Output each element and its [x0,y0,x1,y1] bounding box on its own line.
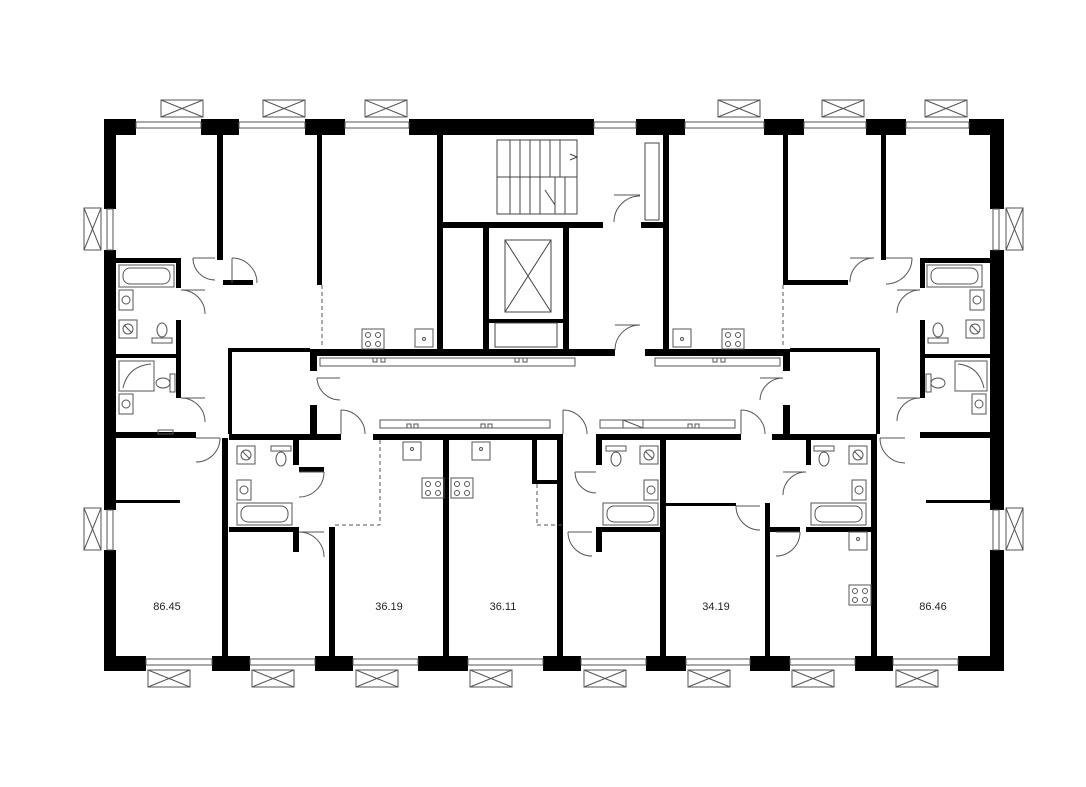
sink-icon [672,328,692,348]
door-swing-icon [740,409,766,435]
sink-icon [848,531,868,551]
window-icon [789,658,856,688]
door-swing-icon [298,471,325,498]
window-icon [593,121,637,129]
sink-icon [402,441,422,461]
apartment-area-label: 34.19 [702,601,730,613]
door-swing-icon [562,409,588,435]
window-icon [344,99,410,129]
window-icon [145,658,213,688]
toilet-icon [813,445,835,467]
sink-icon [414,328,434,348]
bathtub-icon [118,264,175,288]
bathtub-icon [926,264,983,288]
door-swing-icon [195,437,221,463]
door-swing-icon [885,257,913,285]
kitchen-fixtures [361,328,872,606]
apartment-area-label: 86.45 [153,601,181,613]
sink-icon [118,289,134,311]
door-swing-icon [180,397,206,423]
door-swing-icon [567,531,593,557]
sink-icon [848,445,868,465]
shower-icon [118,360,155,392]
area-labels: 86.45 36.19 36.11 34.19 86.46 [153,601,947,613]
toilet-icon [270,445,292,467]
exterior-walls [104,119,1004,671]
sink-icon [971,393,987,415]
toilet-icon [155,373,176,393]
door-swing-icon [735,505,761,531]
toilet-icon [927,322,949,344]
sink-icon [236,479,252,501]
door-swing-icon [574,471,597,494]
staircase-icon [496,139,660,221]
door-swing-icon [231,257,258,284]
window-icon [467,658,544,688]
fixtures [118,264,988,526]
door-swing-icon [180,289,206,315]
door-swing-icon [192,257,216,281]
sink-icon [965,319,985,339]
window-icon [238,99,306,129]
window-icon [992,207,1024,251]
door-swing-icon [614,324,641,351]
window-icon [905,99,970,129]
apartment-area-label: 36.19 [375,601,403,613]
door-swing-icon [613,194,641,223]
vent-icon [157,429,174,435]
sink-icon [118,319,138,339]
interior-walls [116,135,990,656]
window-icon [803,99,867,129]
doors [180,194,921,558]
toilet-icon [605,445,627,467]
corridor-details [319,285,784,526]
window-icon [580,658,647,688]
sink-icon [471,441,491,461]
door-swing-icon [849,257,875,283]
sink-icon [639,445,659,465]
door-swing-icon [879,437,906,464]
window-icon [135,99,204,129]
window-icon [892,658,959,688]
sink-icon [969,289,985,311]
door-swing-icon [896,289,921,314]
window-icon [992,507,1024,551]
window-icon [249,658,316,688]
door-swing-icon [759,377,784,401]
toilet-icon [925,373,946,393]
bathtub-icon [602,502,659,526]
bathtub-icon [236,502,293,526]
window-icon [684,99,765,129]
door-swing-icon [340,409,366,435]
apartment-area-label: 36.11 [490,601,517,613]
windows [83,99,1024,688]
sink-icon [118,393,134,415]
window-icon [83,207,114,251]
stove-icon [848,584,872,606]
sink-icon [851,479,867,501]
door-swing-icon [316,377,341,401]
toilet-icon [151,322,173,344]
window-icon [352,658,419,688]
stove-icon [361,328,385,350]
door-swing-icon [782,471,807,496]
stove-icon [721,328,745,350]
sink-icon [236,445,256,465]
window-icon [83,507,114,551]
window-icon [685,658,751,688]
stove-icon [450,477,474,499]
door-swing-icon [896,397,921,422]
elevator-icon [494,239,558,348]
door-swing-icon [298,531,325,558]
apartment-area-label: 86.46 [919,601,947,613]
shower-icon [954,360,988,392]
sink-icon [643,479,659,501]
door-swing-icon [775,531,801,557]
stove-icon [421,477,445,499]
bathtub-icon [810,502,867,526]
